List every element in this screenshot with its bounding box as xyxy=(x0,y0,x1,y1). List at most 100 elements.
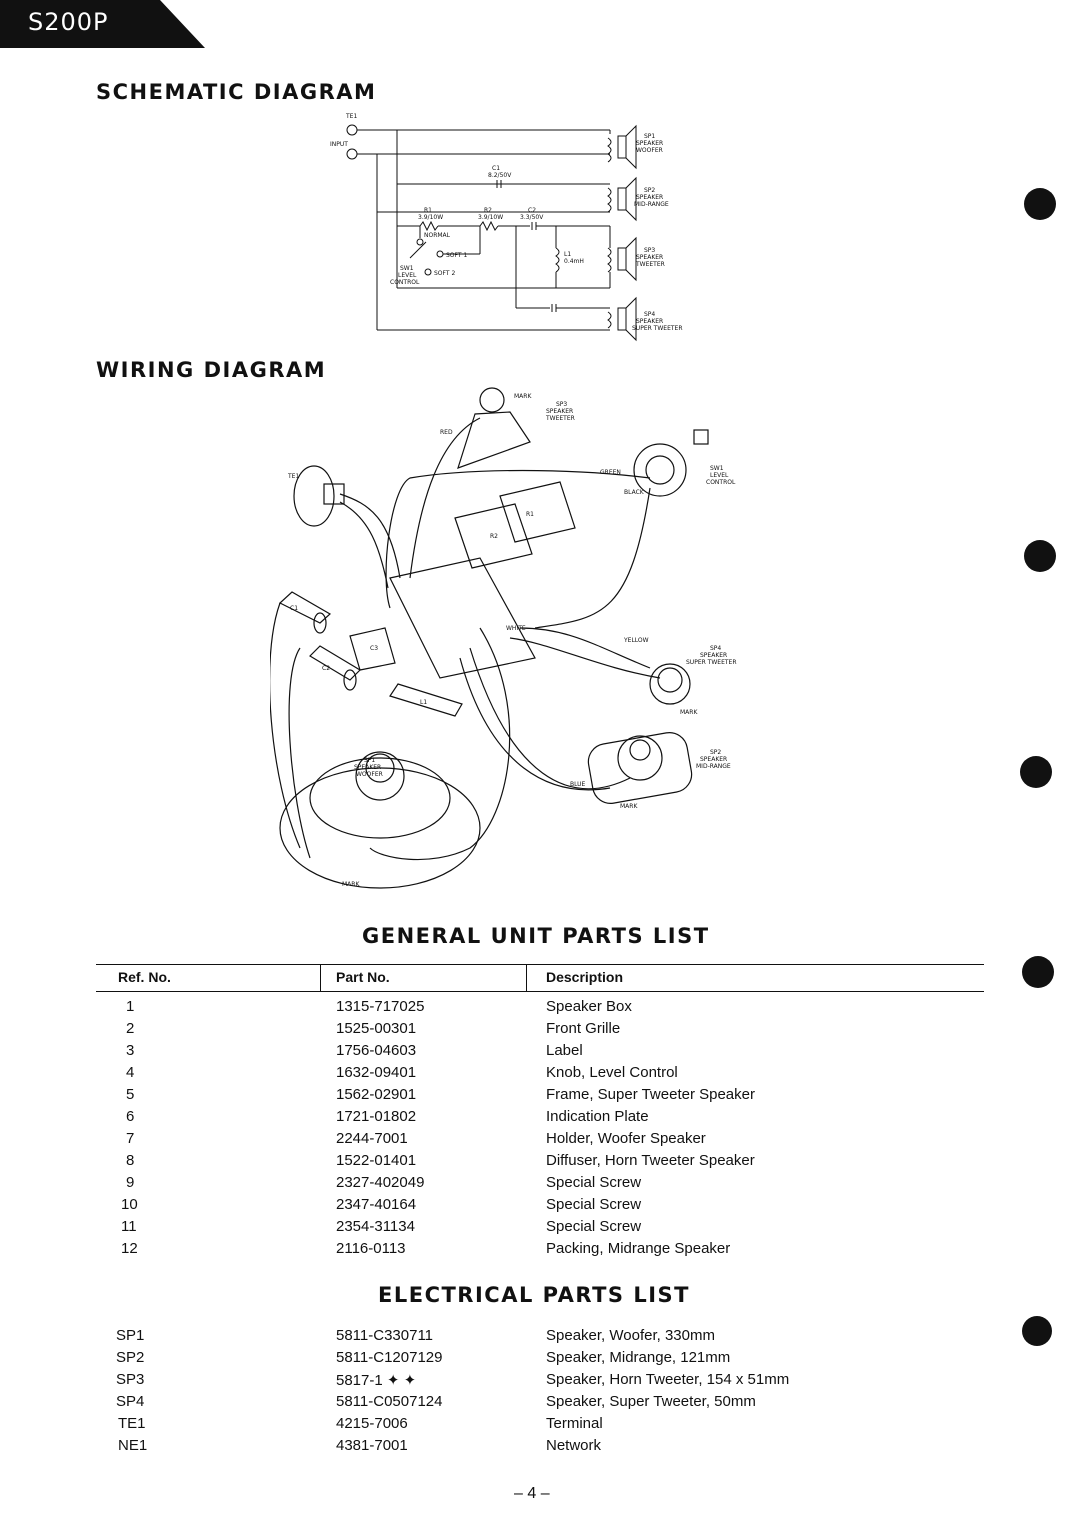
schematic-c1-label: C1 xyxy=(492,165,500,172)
part-no: 5811-C0507124 xyxy=(336,1393,443,1410)
description: Speaker Box xyxy=(546,998,632,1015)
description: Label xyxy=(546,1042,583,1059)
schematic-sp1-type: WOOFER xyxy=(636,147,663,154)
schematic-sp2-type: MID-RANGE xyxy=(634,201,669,208)
description: Speaker, Horn Tweeter, 154 x 51mm xyxy=(546,1371,790,1388)
ref-no: 4 xyxy=(126,1064,135,1081)
schematic-sp4-type: SUPER TWEETER xyxy=(632,325,683,332)
wiring-te1-label: TE1 xyxy=(287,473,299,480)
ref-no: 6 xyxy=(126,1108,135,1125)
ref-no: NE1 xyxy=(118,1437,148,1454)
header-ref-no: Ref. No. xyxy=(118,969,171,985)
ref-no: SP1 xyxy=(116,1327,145,1344)
ref-no: SP4 xyxy=(116,1393,145,1410)
wiring-sp3-label: SP3 xyxy=(556,401,567,408)
description: Speaker, Woofer, 330mm xyxy=(546,1327,715,1344)
part-no: 5811-C330711 xyxy=(336,1327,434,1344)
ref-no: 7 xyxy=(126,1130,135,1147)
table-header-rule xyxy=(96,991,984,992)
schematic-soft2-label: SOFT 2 xyxy=(434,270,455,277)
description: Front Grille xyxy=(546,1020,621,1037)
header-part-no: Part No. xyxy=(336,969,390,985)
ref-no: 9 xyxy=(126,1174,135,1191)
wiring-c2-label: C2 xyxy=(322,665,330,672)
ref-no: 10 xyxy=(121,1196,138,1213)
schematic-r2-label: R2 xyxy=(484,207,492,214)
ref-no: 3 xyxy=(126,1042,135,1059)
part-no: 2116-0113 xyxy=(336,1240,406,1257)
wiring-green-label: GREEN xyxy=(600,469,621,476)
wiring-l1-label: L1 xyxy=(420,699,427,706)
schematic-heading: SCHEMATIC DIAGRAM xyxy=(96,80,377,104)
ref-no: 12 xyxy=(121,1240,138,1257)
binding-hole xyxy=(1022,956,1054,988)
header-description: Description xyxy=(546,969,624,985)
description: Special Screw xyxy=(546,1174,642,1191)
schematic-diagram: TE1 INPUT SP1 SPEAKER WOOFER SP2 SPEAKER… xyxy=(330,113,683,342)
wiring-diagram: MARK SP3 SPEAKER TWEETER TE1 SW1 LEVEL C… xyxy=(270,387,737,889)
description: Special Screw xyxy=(546,1196,642,1213)
part-no: 1315-717025 xyxy=(336,998,425,1015)
wiring-sp1-type: WOOFER xyxy=(356,771,383,778)
ref-no: SP2 xyxy=(116,1349,145,1366)
wiring-sp2-name: SPEAKER xyxy=(700,756,727,763)
wiring-blue-label: BLUE xyxy=(570,781,586,788)
wiring-mark-super: MARK xyxy=(680,709,698,716)
schematic-sp3-type: TWEETER xyxy=(635,261,665,268)
ref-no: 8 xyxy=(126,1152,135,1169)
schematic-sp1-name: SPEAKER xyxy=(636,140,663,147)
electrical-parts-heading: ELECTRICAL PARTS LIST xyxy=(378,1283,690,1307)
wiring-mark-mid: MARK xyxy=(620,803,638,810)
description: Speaker, Midrange, 121mm xyxy=(546,1349,731,1366)
schematic-c2-label: C2 xyxy=(528,207,536,214)
wiring-sp2-label: SP2 xyxy=(710,749,721,756)
schematic-c1-value: 8.2/50V xyxy=(488,172,512,179)
wiring-black-label: BLACK xyxy=(624,489,645,496)
wiring-heading: WIRING DIAGRAM xyxy=(96,358,327,382)
schematic-sp3-label: SP3 xyxy=(644,247,655,254)
schematic-c2-value: 3.3/50V xyxy=(520,214,544,221)
wiring-sw1-label: SW1 xyxy=(710,465,724,472)
description: Packing, Midrange Speaker xyxy=(546,1240,731,1257)
wiring-r1-label: R1 xyxy=(526,511,534,518)
schematic-sw1-label: SW1 xyxy=(400,265,414,272)
part-no: 1525-00301 xyxy=(336,1020,417,1037)
description: Frame, Super Tweeter Speaker xyxy=(546,1086,755,1103)
schematic-sw1-line1: LEVEL xyxy=(398,272,417,279)
wiring-red-label: RED xyxy=(440,429,453,436)
binding-hole xyxy=(1020,756,1052,788)
page-number: – 4 – xyxy=(514,1485,550,1502)
description: Network xyxy=(546,1437,602,1454)
schematic-normal-label: NORMAL xyxy=(424,232,451,239)
wiring-sp4-type: SUPER TWEETER xyxy=(686,659,737,666)
schematic-sp4-name: SPEAKER xyxy=(636,318,663,325)
description: Special Screw xyxy=(546,1218,642,1235)
wiring-c3-label: C3 xyxy=(370,645,378,652)
ref-no: SP3 xyxy=(116,1371,145,1388)
wiring-sp4-name: SPEAKER xyxy=(700,652,727,659)
part-no: 2327-402049 xyxy=(336,1174,425,1191)
binding-hole xyxy=(1024,188,1056,220)
schematic-soft1-label: SOFT 1 xyxy=(446,252,467,259)
schematic-r2-value: 3.9/10W xyxy=(478,214,503,221)
part-no: 1522-01401 xyxy=(336,1152,417,1169)
wiring-sp1-name: SPEAKER xyxy=(354,764,381,771)
ref-no: 5 xyxy=(126,1086,135,1103)
part-no: 4381-7001 xyxy=(336,1437,408,1454)
wiring-sp1-label: SP1 xyxy=(364,757,375,764)
schematic-r1-label: R1 xyxy=(424,207,432,214)
schematic-te1-label: TE1 xyxy=(345,113,357,120)
table-top-rule xyxy=(96,964,984,965)
description: Speaker, Super Tweeter, 50mm xyxy=(546,1393,756,1410)
schematic-sp1-label: SP1 xyxy=(644,133,655,140)
schematic-sw1-line2: CONTROL xyxy=(390,279,420,286)
description: Holder, Woofer Speaker xyxy=(546,1130,706,1147)
wiring-yellow-label: YELLOW xyxy=(623,637,649,644)
wiring-white-label: WHITE xyxy=(506,625,526,632)
model-tab xyxy=(0,0,205,48)
wiring-sw1-line2: CONTROL xyxy=(706,479,736,486)
model-label: S200P xyxy=(28,8,109,36)
ref-no: 11 xyxy=(121,1218,137,1235)
wiring-sw1-line1: LEVEL xyxy=(710,472,729,479)
ref-no: TE1 xyxy=(118,1415,146,1432)
